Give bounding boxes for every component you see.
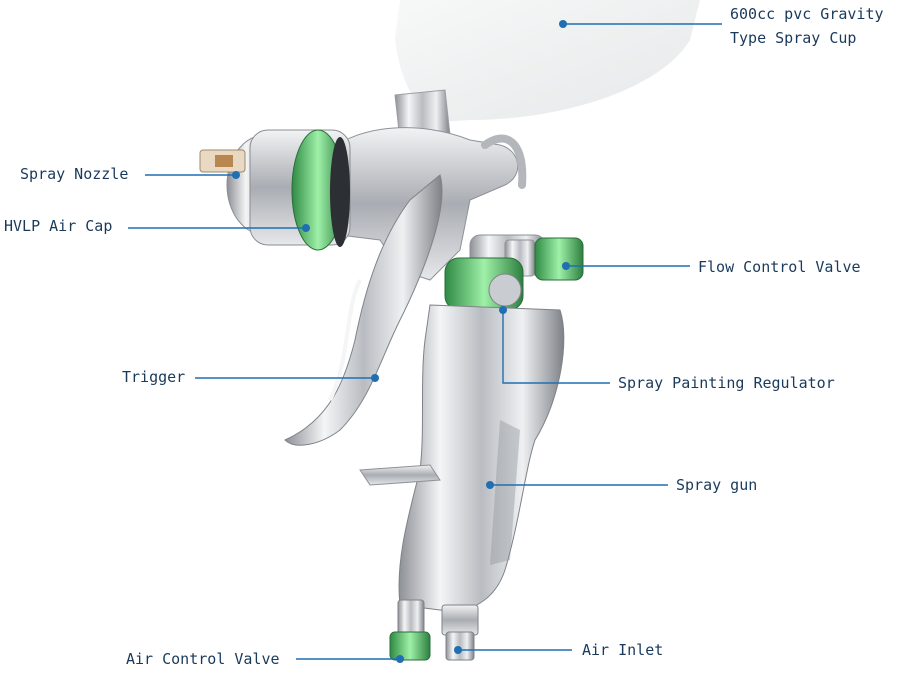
flow-control-valve bbox=[504, 237, 584, 281]
trigger bbox=[284, 174, 443, 446]
label-air-inlet: Air Inlet bbox=[582, 641, 664, 659]
dot-regulator bbox=[499, 306, 507, 314]
label-trigger: Trigger bbox=[122, 368, 186, 386]
label-spray-gun: Spray gun bbox=[676, 476, 758, 494]
dot-flow-valve bbox=[562, 262, 570, 270]
label-spray-nozzle: Spray Nozzle bbox=[20, 165, 129, 183]
dot-air-cap bbox=[302, 224, 310, 232]
label-cup-line1: 600cc pvc Gravity bbox=[730, 5, 884, 23]
label-hvlp-air-cap: HVLP Air Cap bbox=[4, 217, 113, 235]
label-flow-control-valve: Flow Control Valve bbox=[698, 258, 861, 276]
leader-lines bbox=[128, 23, 722, 660]
air-cap-assembly bbox=[226, 129, 351, 251]
leader-dots bbox=[232, 20, 570, 663]
label-air-control-valve: Air Control Valve bbox=[126, 650, 280, 668]
label-spray-regulator: Spray Painting Regulator bbox=[618, 374, 835, 392]
gun-handle bbox=[359, 304, 565, 612]
gravity-cup bbox=[394, 0, 700, 141]
label-cup-line2: Type Spray Cup bbox=[730, 29, 857, 47]
dot-air-inlet bbox=[454, 646, 462, 654]
dot-cup bbox=[559, 20, 567, 28]
dot-air-control bbox=[396, 655, 404, 663]
dot-nozzle bbox=[232, 171, 240, 179]
dot-trigger bbox=[371, 374, 379, 382]
spray-regulator bbox=[444, 257, 524, 311]
air-inlet bbox=[441, 604, 479, 661]
spray-nozzle bbox=[199, 149, 246, 173]
air-control-valve bbox=[389, 599, 431, 661]
leader-regulator bbox=[502, 310, 610, 384]
dot-gun bbox=[486, 481, 494, 489]
